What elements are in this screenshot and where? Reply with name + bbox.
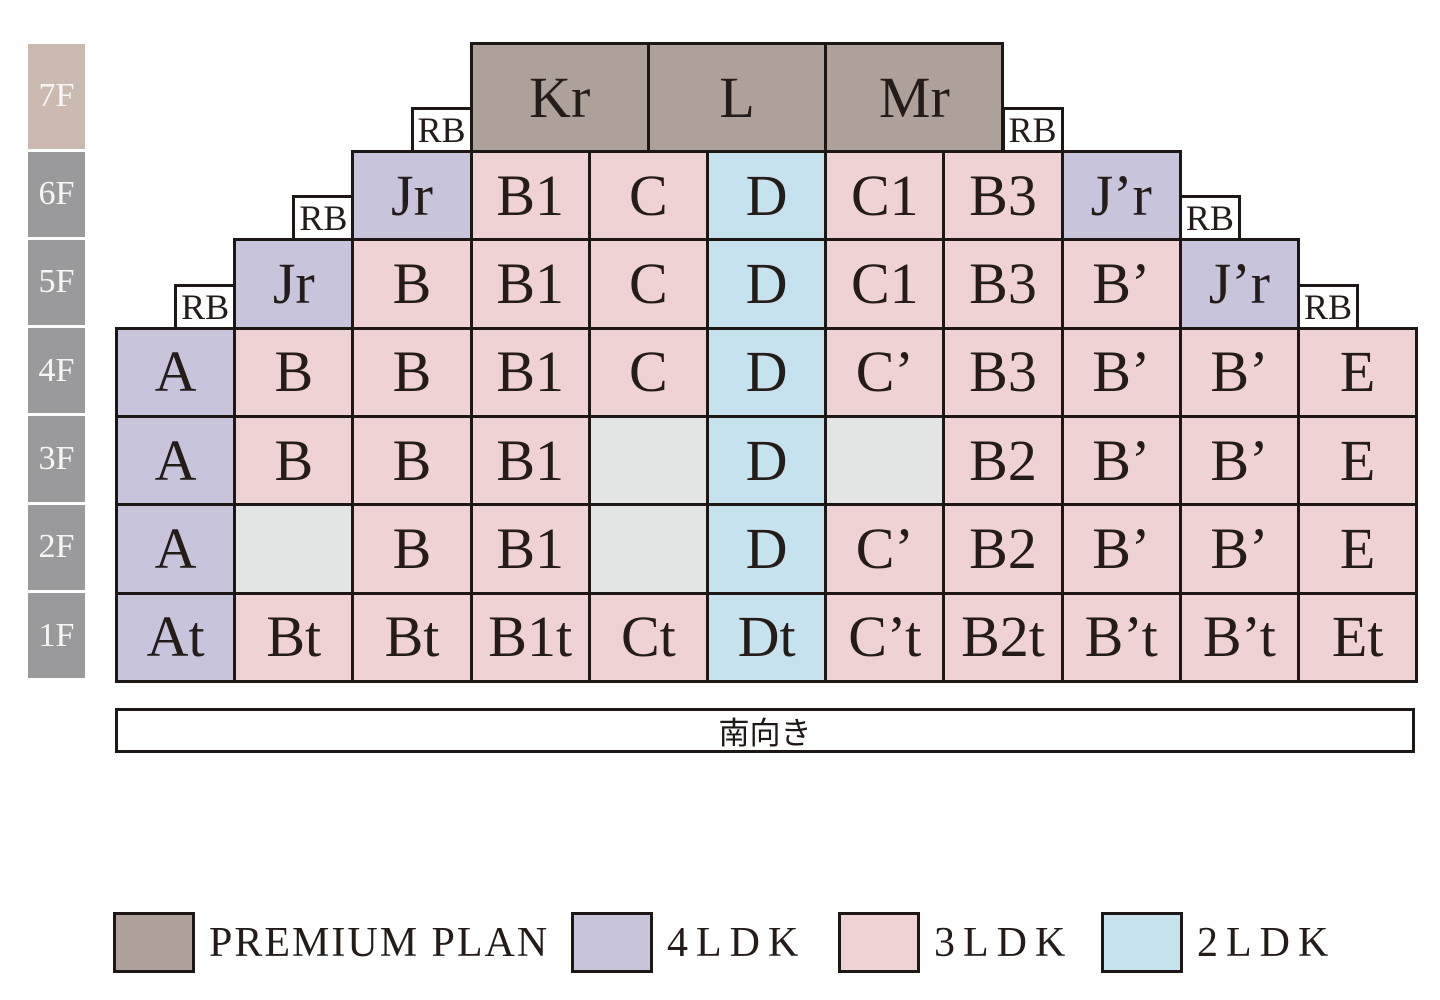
unit-cell-2F-D: D [706, 503, 828, 595]
unit-cell-4F-B1: B1 [469, 326, 591, 418]
unit-cell-2F-B: B [351, 503, 473, 595]
floor-label-6F: 6F [28, 151, 85, 237]
unit-cell-1F-At: At [115, 591, 237, 683]
rb-box: RB [1001, 107, 1064, 153]
legend-swatch-ldk3 [838, 912, 920, 973]
unit-cell-4F-D: D [706, 326, 828, 418]
unit-cell-1F-B’t: B’t [1178, 591, 1300, 683]
unit-cell-2F-E: E [1297, 503, 1419, 595]
unit-cell-5F-C: C [587, 238, 709, 330]
unit-cell-4F-A: A [115, 326, 237, 418]
unit-cell-1F-B2t: B2t [942, 591, 1064, 683]
unit-cell-1F-Dt: Dt [706, 591, 828, 683]
unit-cell-3F-B1: B1 [469, 414, 591, 507]
unit-cell-7F-Mr: Mr [824, 42, 1005, 153]
rb-box: RB [1178, 195, 1241, 242]
unit-cell-5F-B: B [351, 238, 473, 330]
floor-label-3F: 3F [28, 416, 85, 502]
unit-cell-1F-Bt: Bt [233, 591, 355, 683]
direction-label: 南向き [718, 716, 812, 751]
unit-cell-4F-B: B [233, 326, 355, 418]
unit-cell-2F-B’: B’ [1178, 503, 1300, 595]
unit-cell-5F-C1: C1 [824, 238, 946, 330]
empty-cell [824, 414, 946, 507]
unit-cell-4F-C’: C’ [824, 326, 946, 418]
unit-cell-2F-B2: B2 [942, 503, 1064, 595]
unit-cell-1F-Ct: Ct [587, 591, 709, 683]
unit-cell-4F-E: E [1297, 326, 1419, 418]
legend-label: 4LDK [667, 919, 807, 966]
rb-box: RB [292, 195, 355, 242]
empty-cell [587, 414, 709, 507]
unit-cell-4F-B3: B3 [942, 326, 1064, 418]
unit-cell-6F-D: D [706, 150, 828, 242]
legend-item-ldk4: 4LDK [571, 912, 806, 973]
legend-item-ldk3: 3LDK [838, 912, 1073, 973]
floor-label-5F: 5F [28, 239, 85, 326]
unit-cell-5F-D: D [706, 238, 828, 330]
unit-cell-7F-Kr: Kr [469, 42, 650, 153]
unit-cell-1F-C’t: C’t [824, 591, 946, 683]
direction-banner: 南向き [115, 708, 1415, 753]
unit-cell-5F-B1: B1 [469, 238, 591, 330]
legend-label: PREMIUM PLAN [209, 919, 550, 966]
unit-cell-1F-B’t: B’t [1060, 591, 1182, 683]
unit-cell-6F-C1: C1 [824, 150, 946, 242]
unit-cell-4F-C: C [587, 326, 709, 418]
unit-cell-1F-Et: Et [1297, 591, 1419, 683]
empty-cell [233, 503, 355, 595]
empty-cell [587, 503, 709, 595]
unit-cell-3F-B: B [351, 414, 473, 507]
unit-cell-6F-Jr: Jr [351, 150, 473, 242]
floor-label-4F: 4F [28, 328, 85, 414]
unit-cell-5F-B3: B3 [942, 238, 1064, 330]
unit-cell-2F-C’: C’ [824, 503, 946, 595]
legend-label: 2LDK [1197, 919, 1337, 966]
floor-label-1F: 1F [28, 593, 85, 679]
unit-cell-3F-E: E [1297, 414, 1419, 507]
legend-swatch-ldk2 [1101, 912, 1183, 973]
legend-swatch-premium [113, 912, 195, 973]
unit-cell-1F-B1t: B1t [469, 591, 591, 683]
unit-cell-5F-J’r: J’r [1178, 238, 1300, 330]
unit-cell-5F-B’: B’ [1060, 238, 1182, 330]
unit-cell-3F-B’: B’ [1060, 414, 1182, 507]
unit-cell-3F-B’: B’ [1178, 414, 1300, 507]
rb-box: RB [1297, 283, 1360, 330]
unit-cell-2F-B’: B’ [1060, 503, 1182, 595]
legend-item-premium: PREMIUM PLAN [113, 912, 549, 973]
unit-cell-7F-L: L [646, 42, 828, 153]
unit-cell-5F-Jr: Jr [233, 238, 355, 330]
unit-cell-3F-D: D [706, 414, 828, 507]
unit-cell-4F-B’: B’ [1178, 326, 1300, 418]
unit-cell-2F-B1: B1 [469, 503, 591, 595]
unit-cell-6F-B1: B1 [469, 150, 591, 242]
unit-cell-1F-Bt: Bt [351, 591, 473, 683]
floor-label-2F: 2F [28, 504, 85, 591]
unit-cell-6F-C: C [587, 150, 709, 242]
legend-item-ldk2: 2LDK [1101, 912, 1336, 973]
unit-cell-4F-B: B [351, 326, 473, 418]
rb-box: RB [410, 107, 473, 153]
unit-cell-2F-A: A [115, 503, 237, 595]
rb-box: RB [174, 283, 237, 330]
unit-cell-4F-B’: B’ [1060, 326, 1182, 418]
unit-cell-6F-B3: B3 [942, 150, 1064, 242]
unit-cell-3F-B: B [233, 414, 355, 507]
legend-swatch-ldk4 [571, 912, 653, 973]
unit-cell-3F-B2: B2 [942, 414, 1064, 507]
floor-label-7F: 7F [28, 43, 85, 149]
legend-label: 3LDK [934, 919, 1074, 966]
unit-cell-3F-A: A [115, 414, 237, 507]
unit-cell-6F-J’r: J’r [1060, 150, 1182, 242]
